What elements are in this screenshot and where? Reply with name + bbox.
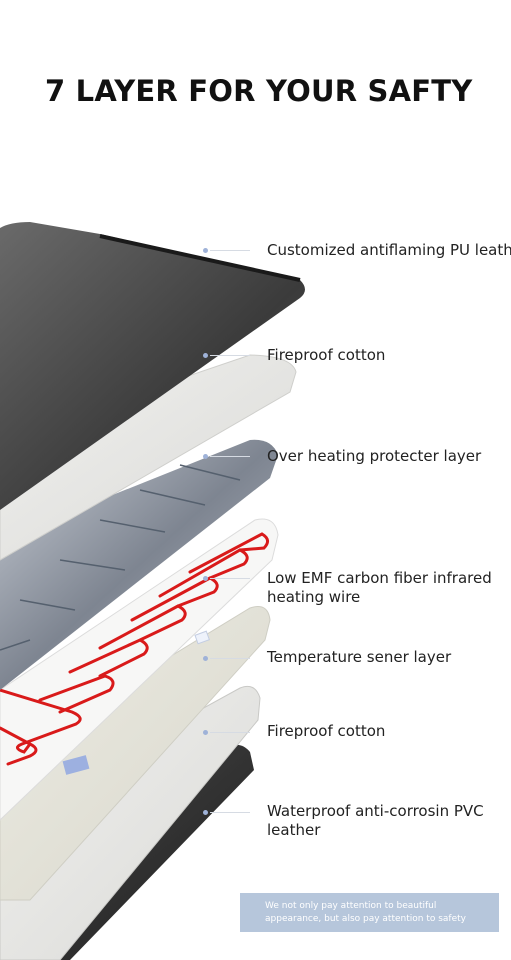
safety-note: We not only pay attention to beautiful a…: [240, 893, 499, 932]
heating-wire: [0, 532, 269, 766]
sensor-chip-icon: [194, 630, 210, 645]
layer-3-label: Over heating protecter layer: [267, 447, 482, 465]
sensor-chip-icon-2: [62, 755, 90, 775]
layer-6-marker-icon: [203, 730, 208, 735]
layer-1-label: Customized antiflaming PU leather: [267, 241, 511, 259]
layer-4-leader: [210, 578, 250, 579]
page-title: 7 LAYER FOR YOUR SAFTY: [45, 74, 473, 108]
layer-5-marker-icon: [203, 656, 208, 661]
layer-4-marker-icon: [203, 576, 208, 581]
layer-6-label: Fireproof cotton: [267, 722, 386, 740]
layer-4-label: Low EMF carbon fiber infrared heating wi…: [267, 569, 492, 606]
layer-3-marker-icon: [203, 454, 208, 459]
fireproof-cotton-top-layer: [0, 354, 297, 561]
layer-6-leader: [210, 732, 250, 733]
layer-1-leader: [210, 250, 250, 251]
layer-1-marker-icon: [203, 248, 208, 253]
layer-7-label: Waterproof anti-corrosin PVC leather: [267, 802, 484, 839]
layer-7-leader: [210, 812, 250, 813]
pu-leather-layer: [0, 222, 305, 510]
over-heating-protecter-layer: [0, 439, 278, 690]
fireproof-cotton-bottom-layer: [0, 685, 261, 960]
layer-5-label: Temperature sener layer: [267, 648, 452, 666]
layer-7-marker-icon: [203, 810, 208, 815]
layer-5-leader: [210, 658, 250, 659]
temperature-sensor-layer: [0, 606, 271, 901]
layer-2-marker-icon: [203, 353, 208, 358]
layer-2-label: Fireproof cotton: [267, 346, 386, 364]
layer-2-leader: [210, 355, 250, 356]
layer-3-leader: [210, 456, 250, 457]
